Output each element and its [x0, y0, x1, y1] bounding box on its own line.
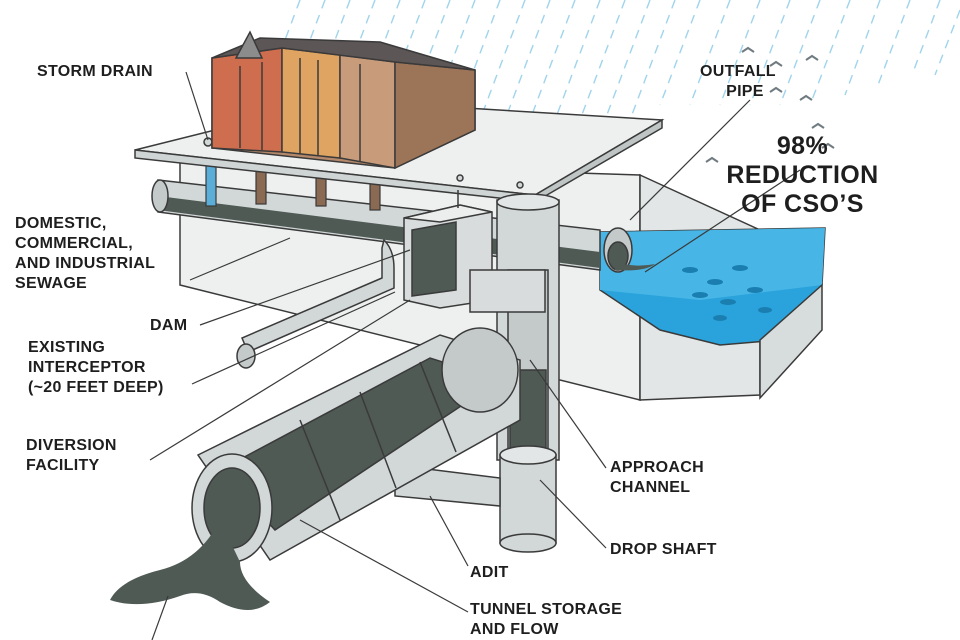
label-diversion-facility: DIVERSION FACILITY — [26, 436, 117, 476]
storm-drain-pipes — [205, 157, 381, 211]
label-approach-line-2: CHANNEL — [610, 479, 691, 496]
label-outfall-line-1: OUTFALL — [700, 63, 776, 80]
birds — [705, 46, 835, 163]
label-reduction-line-2: REDUCTION — [726, 161, 879, 189]
label-outfall-line-2: PIPE — [726, 83, 764, 100]
label-adit: ADIT — [470, 564, 509, 581]
label-domestic-line-4: SEWAGE — [15, 275, 88, 292]
label-domestic-sewage: DOMESTIC, COMMERCIAL, AND INDUSTRIAL SEW… — [15, 214, 155, 294]
label-interceptor-line-1: EXISTING — [28, 339, 106, 356]
label-tunnel-line-1: TUNNEL STORAGE — [470, 601, 623, 618]
label-domestic-line-1: DOMESTIC, — [15, 215, 107, 232]
label-domestic-line-3: AND INDUSTRIAL — [15, 255, 156, 272]
label-diversion-line-1: DIVERSION — [26, 437, 117, 454]
label-diversion-line-2: FACILITY — [26, 457, 100, 474]
label-reduction: 98% REDUCTION OF CSO’S — [720, 132, 885, 219]
label-domestic-line-2: COMMERCIAL, — [15, 235, 133, 252]
label-approach-channel: APPROACH CHANNEL — [610, 458, 704, 498]
sewage-spill — [110, 520, 270, 610]
label-interceptor-line-2: INTERCEPTOR — [28, 359, 146, 376]
lower-drop-shaft — [499, 445, 557, 553]
label-approach-line-1: APPROACH — [610, 459, 704, 476]
leader-lines — [149, 71, 801, 640]
label-reduction-line-1: 98% — [776, 132, 829, 160]
label-tunnel-line-2: AND FLOW — [470, 621, 559, 638]
river-water — [599, 227, 826, 400]
label-dam: DAM — [150, 317, 188, 334]
label-outfall-pipe: OUTFALL PIPE — [700, 62, 776, 102]
fish — [682, 265, 772, 321]
label-tunnel-storage: TUNNEL STORAGE AND FLOW — [470, 600, 622, 640]
label-interceptor-line-3: (~20 FEET DEEP) — [28, 379, 164, 396]
outfall-flow — [615, 262, 655, 271]
label-reduction-line-3: OF CSO’S — [741, 190, 864, 218]
label-storm-drain: STORM DRAIN — [37, 63, 153, 80]
buildings — [211, 30, 476, 170]
rain — [254, 0, 960, 121]
label-existing-interceptor: EXISTING INTERCEPTOR (~20 FEET DEEP) — [28, 338, 164, 398]
label-drop-shaft: DROP SHAFT — [610, 541, 717, 558]
